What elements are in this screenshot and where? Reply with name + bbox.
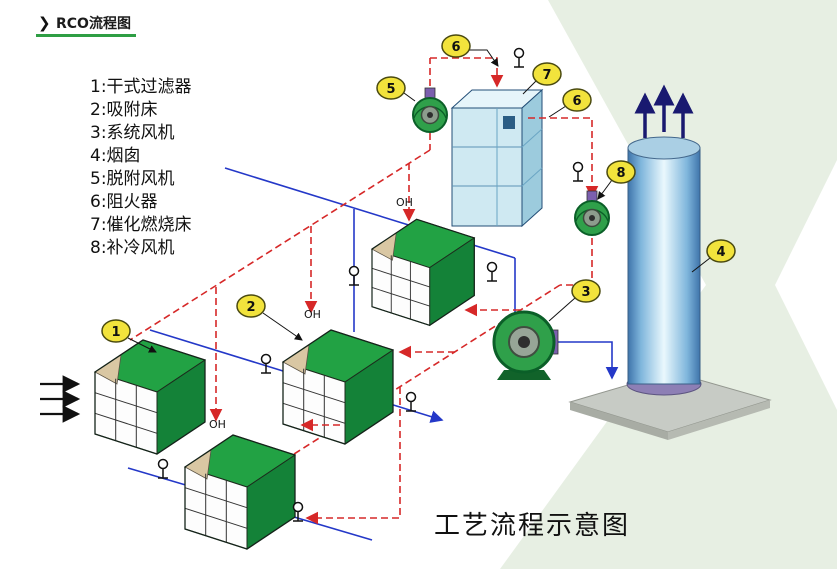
valve-icon bbox=[157, 458, 169, 479]
valve-icon bbox=[260, 353, 272, 374]
system-fan bbox=[492, 310, 559, 380]
callout-6b: 6 bbox=[562, 88, 592, 112]
legend-item-3: 3:系统风机 bbox=[90, 123, 175, 143]
title-underline bbox=[36, 34, 136, 37]
inlet-arrows bbox=[40, 375, 81, 423]
callout-1: 1 bbox=[101, 319, 131, 343]
callout-number: 2 bbox=[246, 300, 255, 315]
chimney-platform bbox=[568, 371, 772, 440]
adsorption-bed-unit-b bbox=[282, 329, 394, 445]
legend-item-1: 1:干式过滤器 bbox=[90, 77, 192, 97]
adsorption-bed-unit-a bbox=[184, 434, 296, 550]
legend-item-4: 4:烟囱 bbox=[90, 146, 141, 166]
valve-icon bbox=[486, 261, 498, 282]
red-pipe-branches bbox=[209, 163, 520, 432]
callout-6a: 6 bbox=[441, 34, 471, 58]
callout-number: 7 bbox=[542, 68, 551, 83]
callout-8: 8 bbox=[606, 160, 636, 184]
cooling-fan bbox=[574, 190, 610, 236]
callout-4: 4 bbox=[706, 239, 736, 263]
legend-item-6: 6:阻火器 bbox=[90, 192, 158, 212]
legend-item-2: 2:吸附床 bbox=[90, 100, 158, 120]
valve-icon bbox=[405, 391, 417, 412]
valve-label: OH bbox=[209, 418, 226, 431]
diagram-caption: 工艺流程示意图 bbox=[434, 511, 630, 541]
page-header: ❯ RCO流程图 bbox=[36, 14, 136, 37]
dry-filter-unit bbox=[94, 339, 206, 455]
legend-item-8: 8:补冷风机 bbox=[90, 238, 175, 258]
callout-number: 4 bbox=[716, 245, 725, 260]
page-title: RCO流程图 bbox=[56, 15, 131, 32]
bed-window bbox=[503, 116, 515, 129]
callout-number: 5 bbox=[386, 82, 395, 97]
legend: 1:干式过滤器 2:吸附床 3:系统风机 4:烟囱 5:脱附风机 6:阻火器 7… bbox=[90, 77, 192, 258]
callout-5: 5 bbox=[376, 76, 406, 100]
valve-icon bbox=[572, 161, 584, 182]
legend-item-7: 7:催化燃烧床 bbox=[90, 215, 192, 235]
desorption-fan bbox=[412, 87, 448, 133]
valve-icon bbox=[348, 265, 360, 286]
background-arrow bbox=[500, 0, 837, 569]
callout-2: 2 bbox=[236, 294, 266, 318]
chimney bbox=[626, 84, 702, 396]
callout-leaders bbox=[127, 49, 711, 353]
valve-icon bbox=[513, 47, 525, 68]
callout-number: 3 bbox=[581, 285, 590, 300]
chimney-exhaust-arrows bbox=[634, 84, 694, 138]
callout-7: 7 bbox=[532, 62, 562, 86]
chevron-icon: ❯ bbox=[38, 14, 51, 32]
callout-number: 6 bbox=[451, 40, 460, 55]
callout-3: 3 bbox=[571, 279, 601, 303]
catalytic-combustion-bed bbox=[450, 88, 544, 228]
valve-label: OH bbox=[304, 308, 321, 321]
callout-number: 1 bbox=[111, 325, 120, 340]
callout-number: 8 bbox=[616, 166, 625, 181]
legend-item-5: 5:脱附风机 bbox=[90, 169, 175, 189]
valve-label: OH bbox=[396, 196, 413, 209]
adsorption-bed-unit-c bbox=[371, 218, 475, 326]
callout-number: 6 bbox=[572, 94, 581, 109]
